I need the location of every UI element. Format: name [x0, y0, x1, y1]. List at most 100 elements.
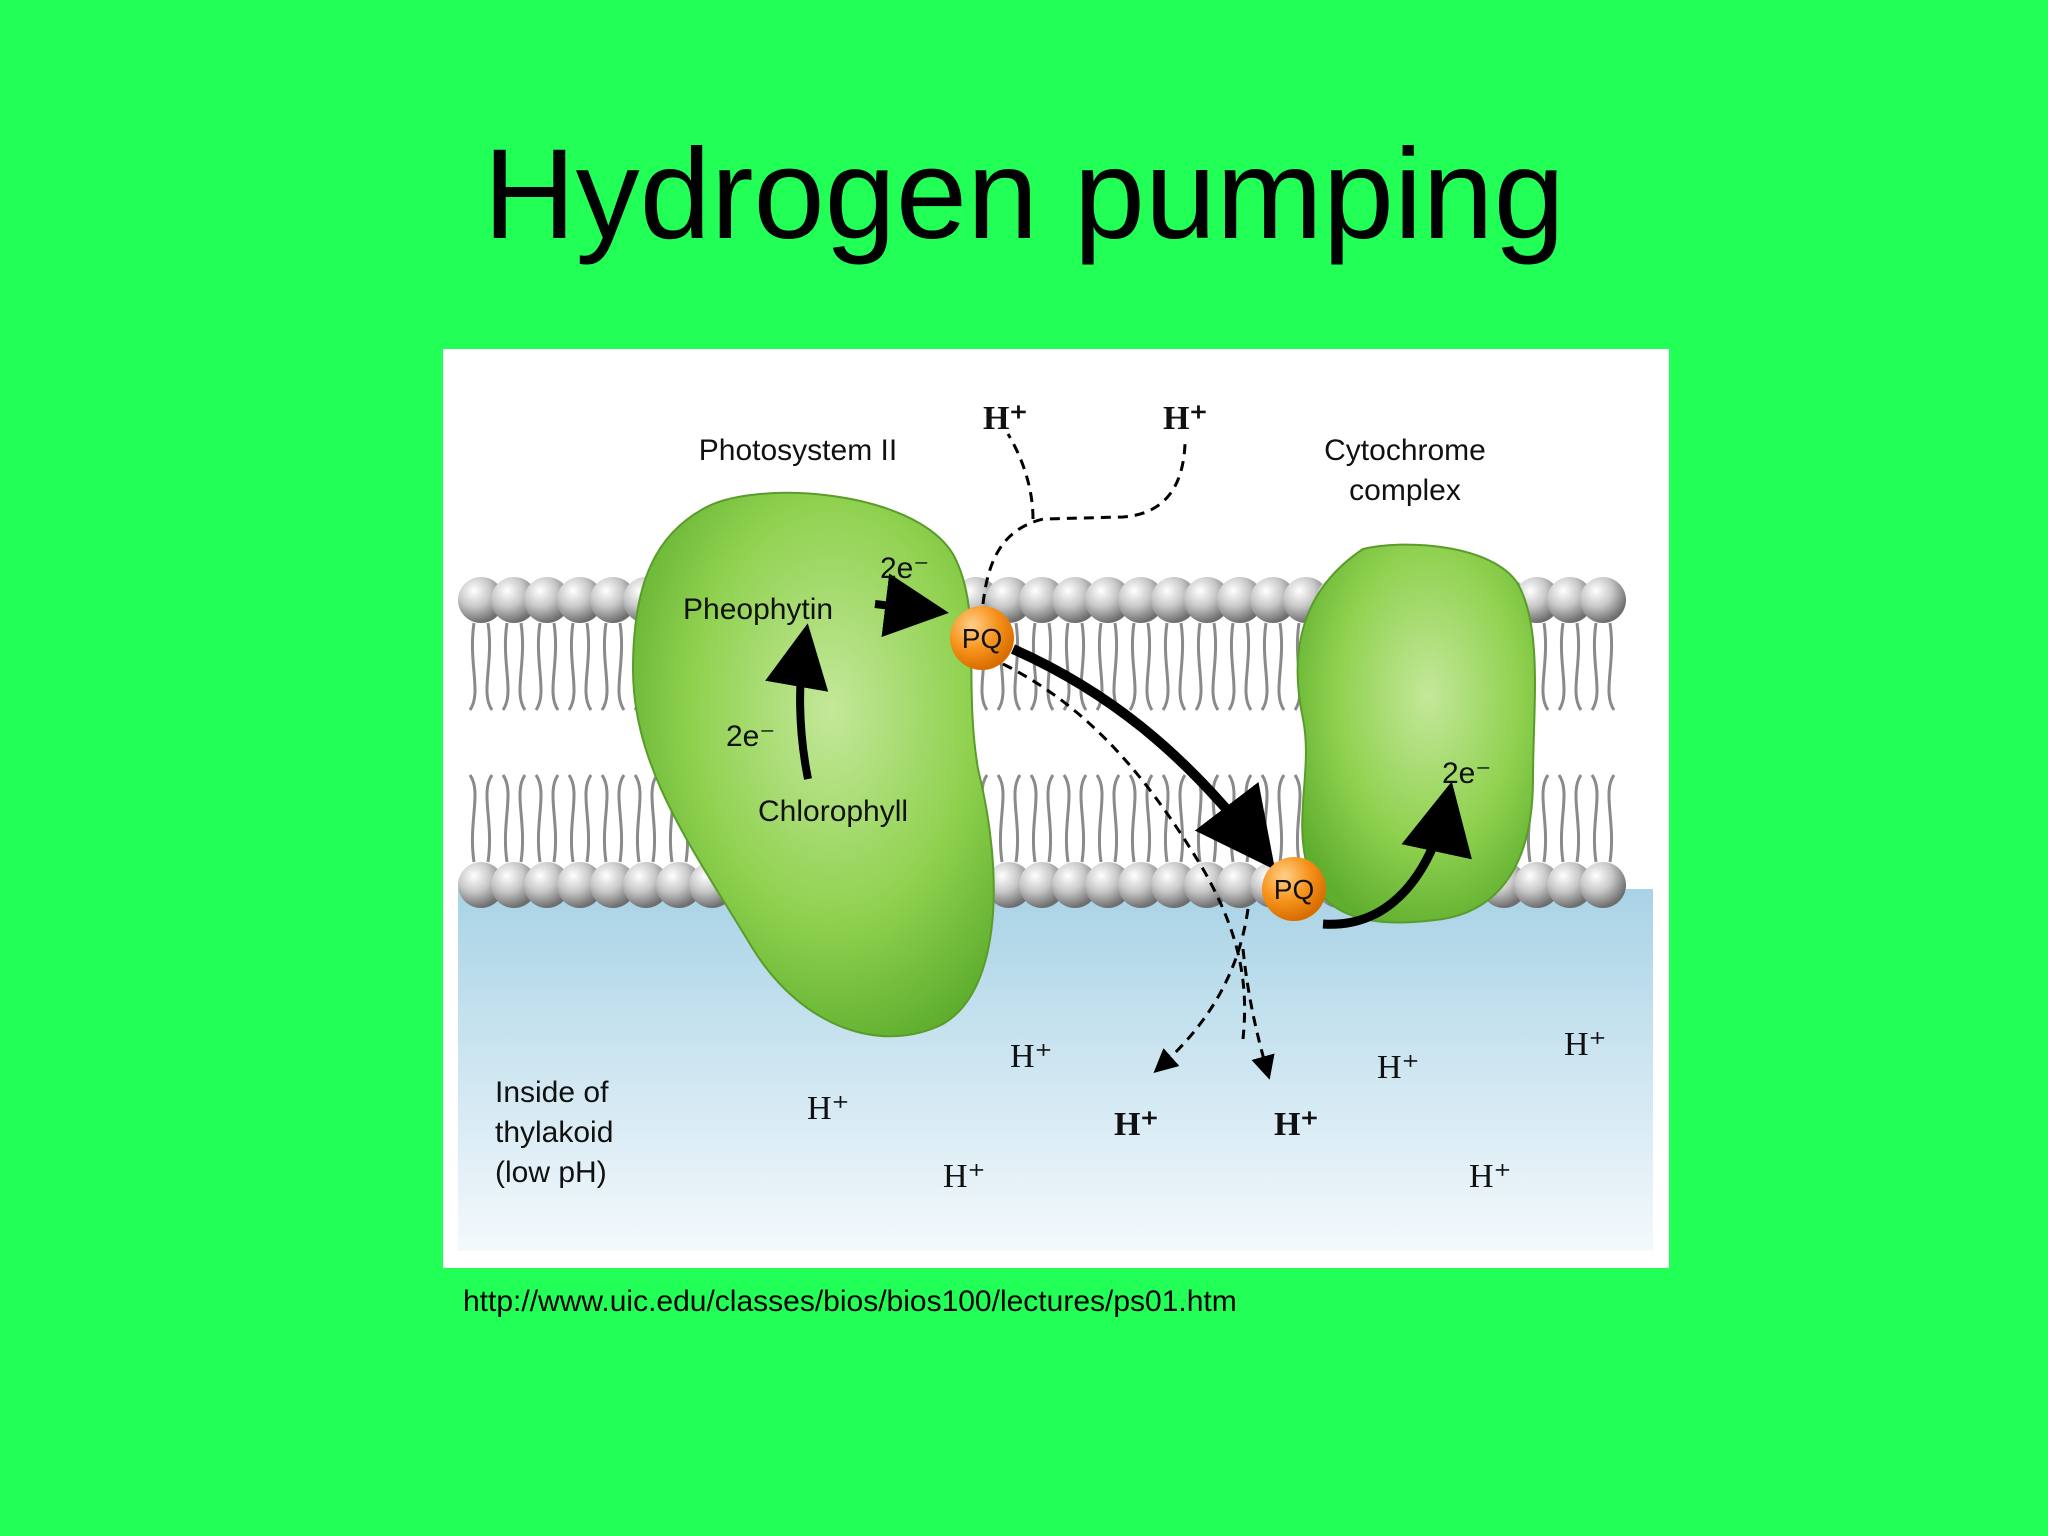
phospholipid-head — [1019, 577, 1065, 623]
lipid-tail — [1227, 622, 1236, 711]
lipid-tail — [567, 774, 576, 863]
lipid-tail — [1145, 622, 1154, 711]
phospholipid-head — [1250, 577, 1296, 623]
phospholipid-head — [458, 862, 504, 908]
source-url: http://www.uic.edu/classes/bios/bios100/… — [463, 1285, 1237, 1318]
lipid-tail — [1293, 774, 1302, 863]
lipid-tail — [1557, 622, 1566, 711]
lipid-tail — [1607, 774, 1616, 863]
lipid-tail — [584, 774, 593, 863]
lipid-tail — [518, 774, 527, 863]
lipid-tail — [1178, 622, 1187, 711]
pheophytin-label: Pheophytin — [683, 593, 833, 626]
lipid-tail — [1128, 774, 1137, 863]
lipid-tail — [551, 622, 560, 711]
lipid-tail — [1590, 774, 1599, 863]
phospholipid-head — [1580, 577, 1626, 623]
lipid-tail — [1145, 774, 1154, 863]
lipid-tail — [1112, 774, 1121, 863]
lipid-tail — [1574, 774, 1583, 863]
phospholipid-head — [1184, 577, 1230, 623]
lipid-tail — [617, 774, 626, 863]
phospholipid-head — [1085, 577, 1131, 623]
electrons-label-cytochrome: 2e⁻ — [1442, 757, 1491, 790]
lipid-tail — [1244, 774, 1253, 863]
electrons-label-top: 2e⁻ — [880, 552, 929, 585]
lipid-tail — [1211, 622, 1220, 711]
lipid-tail — [1095, 774, 1104, 863]
lipid-tail — [1161, 774, 1170, 863]
lipid-tail — [1079, 774, 1088, 863]
thylakoid-lumen — [458, 889, 1653, 1251]
pq-transfer-arrow — [1010, 644, 1276, 870]
lipid-tail — [1607, 622, 1616, 711]
phospholipid-head — [524, 577, 570, 623]
lipid-tail — [633, 774, 642, 863]
lipid-tail — [485, 774, 494, 863]
lipid-tail — [1541, 622, 1550, 711]
lipid-tail — [1178, 774, 1187, 863]
pq-upper: PQ — [950, 606, 1014, 670]
lipid-tail — [1541, 774, 1550, 863]
proton-lumen-6: H⁺ — [1377, 1049, 1420, 1086]
chlorophyll-label: Chlorophyll — [758, 795, 908, 828]
slide-title: Hydrogen pumping — [483, 123, 1565, 266]
lipid-tail — [1079, 622, 1088, 711]
lipid-tail — [1062, 774, 1071, 863]
phospholipid-head — [656, 862, 702, 908]
lipid-tail — [1574, 622, 1583, 711]
inside-label-line2: thylakoid — [495, 1116, 613, 1149]
lipid-tail — [1277, 774, 1286, 863]
lipid-tail — [1260, 622, 1269, 711]
proton-release-right — [1241, 948, 1275, 1080]
phospholipid-head — [458, 577, 504, 623]
proton-lumen-4: H⁺ — [1114, 1106, 1158, 1143]
phospholipid-head — [1580, 862, 1626, 908]
lipid-tail — [534, 622, 543, 711]
lipid-tail — [534, 774, 543, 863]
photosystem-label: Photosystem II — [699, 434, 897, 467]
phospholipid-head — [623, 862, 669, 908]
inside-label-line3: (low pH) — [495, 1156, 607, 1189]
lipid-tail — [468, 622, 477, 711]
proton-lumen-7: H⁺ — [1564, 1026, 1607, 1063]
lipid-tail — [996, 774, 1005, 863]
phospholipid-head — [557, 862, 603, 908]
lipid-tail — [501, 622, 510, 711]
phospholipid-head — [491, 862, 537, 908]
proton-top-left: H⁺ — [983, 400, 1027, 437]
phospholipid-head — [557, 577, 603, 623]
lipid-tail — [468, 774, 477, 863]
lipid-tail — [485, 622, 494, 711]
phospholipid-head — [986, 862, 1032, 908]
lipid-tail — [1277, 622, 1286, 711]
lipid-tail — [617, 622, 626, 711]
lipid-tail — [567, 622, 576, 711]
phospholipid-head — [524, 862, 570, 908]
lipid-tail — [1128, 622, 1137, 711]
lipid-tail — [1112, 622, 1121, 711]
phospholipid-head — [491, 577, 537, 623]
lipid-tail — [551, 774, 560, 863]
lipid-tail — [501, 774, 510, 863]
lipid-tail — [1046, 774, 1055, 863]
photosynthesis-diagram: PQ PQ Photosystem II Cytochrome complex … — [443, 349, 1669, 1268]
lipid-tail — [1095, 622, 1104, 711]
phospholipid-head — [1052, 577, 1098, 623]
chlorophyll-to-pheophytin-arrow — [765, 623, 829, 780]
phospholipid-head — [1184, 862, 1230, 908]
cytochrome-label-line2: complex — [1349, 474, 1461, 507]
lipid-tail — [518, 622, 527, 711]
phospholipid-head — [1151, 862, 1197, 908]
proton-lumen-2: H⁺ — [807, 1090, 850, 1127]
pq-lower: PQ — [1262, 857, 1326, 921]
lipid-tail — [1029, 622, 1038, 711]
electrons-label-left: 2e⁻ — [726, 720, 775, 753]
proton-lumen-1: H⁺ — [1010, 1038, 1053, 1075]
phospholipid-head — [590, 862, 636, 908]
phospholipid-head — [1151, 577, 1197, 623]
cytochrome-label-line1: Cytochrome — [1324, 434, 1486, 467]
lipid-tail — [1029, 774, 1038, 863]
proton-release-left — [1153, 908, 1250, 1073]
proton-top-right: H⁺ — [1163, 400, 1207, 437]
